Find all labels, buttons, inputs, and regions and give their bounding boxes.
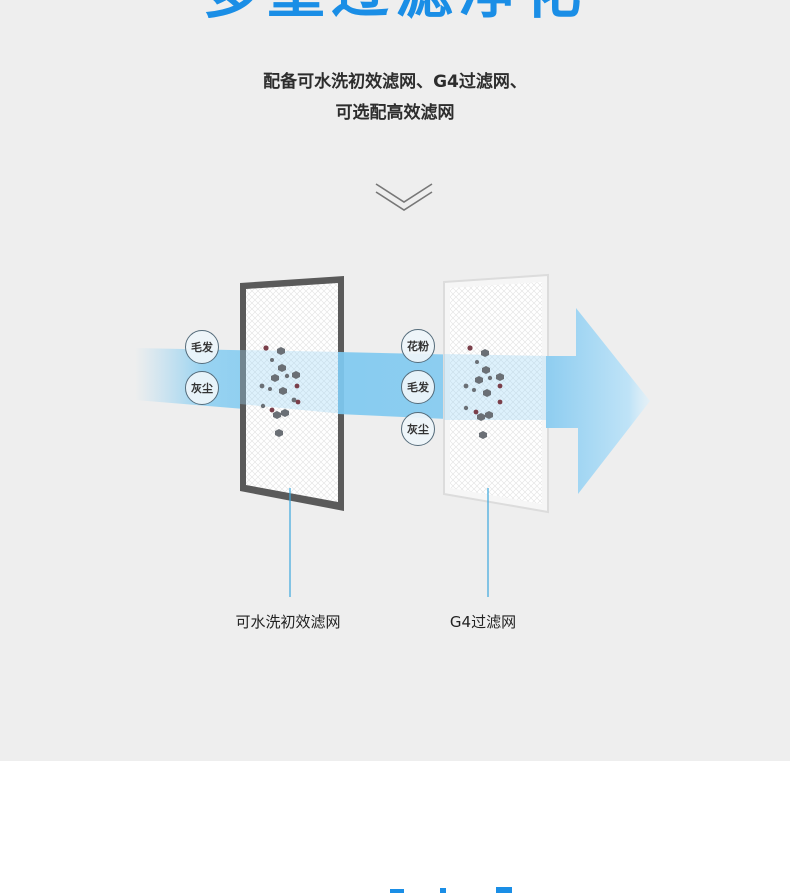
particle-tag-dust-g4: 灰尘 [401, 412, 435, 446]
filtration-diagram [135, 273, 650, 597]
subtitle: 配备可水洗初效滤网、G4过滤网、 可选配高效滤网 [0, 67, 790, 129]
particle-tag-hair-prefilter: 毛发 [185, 330, 219, 364]
next-section-heading-fragment [390, 887, 512, 893]
particles-g4-filter [463, 345, 504, 439]
particle-tag-dust-prefilter: 灰尘 [185, 371, 219, 405]
washable-prefilter [240, 276, 344, 511]
particle-tag-hair-g4: 毛发 [401, 370, 435, 404]
caption-g4-filter: G4过滤网 [449, 613, 517, 631]
g4-filter [443, 273, 549, 514]
particles-prefilter [259, 345, 301, 437]
double-chevron-down-icon [375, 183, 433, 211]
caption-washable-prefilter: 可水洗初效滤网 [235, 613, 341, 631]
subtitle-line-1: 配备可水洗初效滤网、G4过滤网、 [263, 72, 527, 92]
subtitle-line-2: 可选配高效滤网 [335, 103, 455, 123]
page-title: 多重过滤净化 [0, 0, 790, 22]
airflow-arrow-outlet [546, 308, 650, 494]
particle-tag-pollen-g4: 花粉 [401, 329, 435, 363]
